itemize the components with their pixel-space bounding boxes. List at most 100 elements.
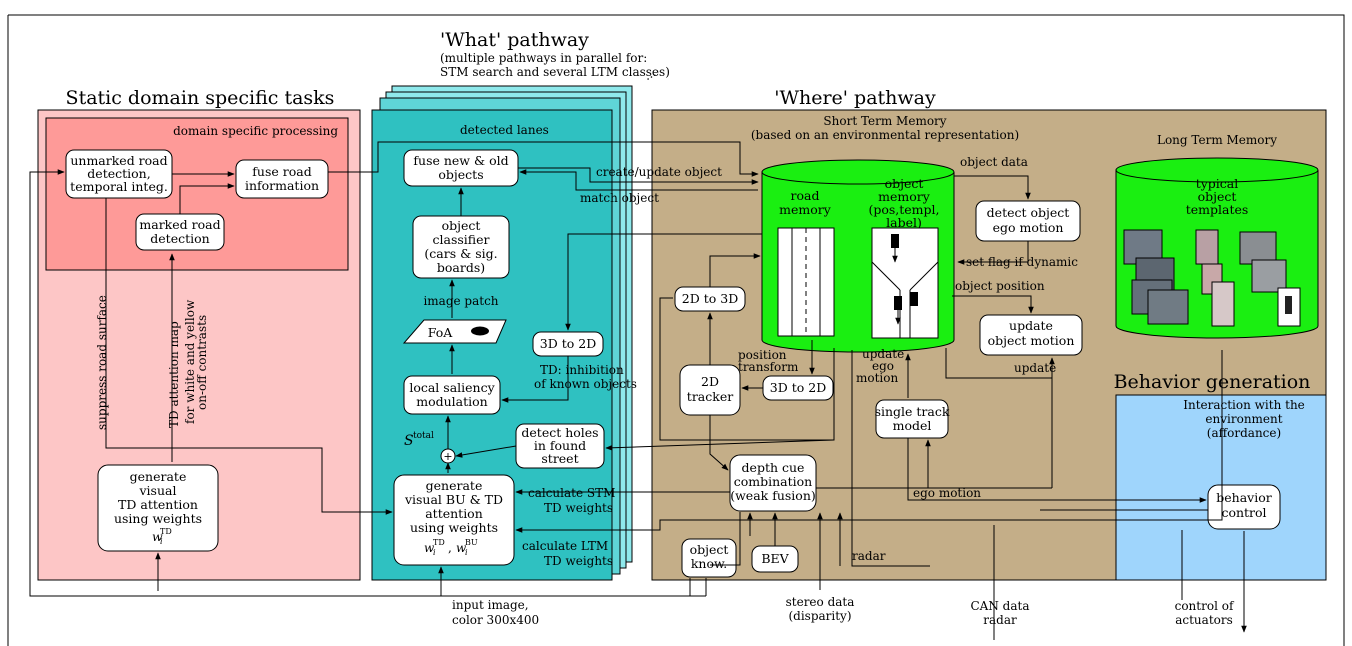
svg-text:visual: visual <box>139 483 177 498</box>
input-color-label: color 300x400 <box>452 613 539 627</box>
svg-text:control: control <box>1221 505 1266 520</box>
what-sub1: (multiple pathways in parallel for: <box>440 51 647 65</box>
svg-text:single track: single track <box>875 404 950 419</box>
svg-text:TD attention: TD attention <box>118 497 198 512</box>
svg-text:street: street <box>541 451 578 466</box>
typical-templates-label-3: templates <box>1186 202 1249 217</box>
suppress-road-label: suppress road surface <box>95 295 109 430</box>
svg-text:3D to 2D: 3D to 2D <box>540 336 596 351</box>
can-radar-label: radar <box>983 613 1017 627</box>
image-patch-label: image patch <box>423 294 498 308</box>
svg-text:BEV: BEV <box>761 551 789 566</box>
where-pathway-title: 'Where' pathway <box>774 87 936 109</box>
svg-text:i: i <box>433 548 436 557</box>
two-d-to-3d-node: 2D to 3D <box>675 287 745 311</box>
svg-text:know.: know. <box>691 556 727 571</box>
depth-cue-node: depth cue combination (weak fusion) <box>730 455 816 511</box>
stm-title: Short Term Memory <box>823 114 946 128</box>
svg-text:local saliency: local saliency <box>409 380 495 395</box>
bev-node: BEV <box>752 546 798 572</box>
calc-ltm-label: calculate LTM <box>522 539 608 553</box>
what-pathway-title: 'What' pathway <box>440 29 589 51</box>
detected-lanes-label: detected lanes <box>460 123 549 137</box>
sum-node: + <box>441 449 455 463</box>
calc-stm-label-2: TD weights <box>544 501 613 515</box>
svg-text:objects: objects <box>438 167 483 182</box>
tracker-node: 2D tracker <box>680 365 740 415</box>
svg-text:depth cue: depth cue <box>742 460 805 475</box>
svg-text:update: update <box>1009 318 1053 333</box>
svg-text:(cars & sig.: (cars & sig. <box>424 246 497 261</box>
calc-ltm-label-2: TD weights <box>544 554 613 568</box>
disparity-label: (disparity) <box>788 609 851 623</box>
on-off-label: on-off contrasts <box>195 315 209 410</box>
svg-text:visual BU & TD: visual BU & TD <box>404 492 503 507</box>
object-position-label: object position <box>955 279 1045 293</box>
motion-label: motion <box>856 371 898 385</box>
svg-text:generate: generate <box>130 469 187 484</box>
behavior-title: Behavior generation <box>1114 371 1311 393</box>
svg-text:boards): boards) <box>437 260 485 275</box>
svg-text:total: total <box>413 431 434 441</box>
svg-text:(weak fusion): (weak fusion) <box>730 488 816 503</box>
svg-text:TD: TD <box>160 527 172 536</box>
td-attention-map-label: TD attention map <box>167 321 181 428</box>
svg-text:object motion: object motion <box>988 333 1075 348</box>
svg-text:attention: attention <box>425 506 483 521</box>
match-object-label: match object <box>580 191 659 205</box>
single-track-node: single track model <box>875 400 950 438</box>
local-saliency-node: local saliency modulation <box>404 376 500 414</box>
fuse-objects-node: fuse new & old objects <box>404 150 518 186</box>
actuators-label: control of <box>1175 599 1235 613</box>
unmarked-road-node: unmarked road detection, temporal integ. <box>66 150 172 198</box>
svg-text:+: + <box>443 450 452 463</box>
svg-text:detection: detection <box>150 231 209 246</box>
three-d-to-2d-where-node: 3D to 2D <box>763 376 833 400</box>
svg-text:model: model <box>893 418 932 433</box>
svg-text:TD: TD <box>433 538 445 547</box>
stereo-label: stereo data <box>786 595 855 609</box>
create-update-label: create/update object <box>596 165 722 179</box>
detect-ego-motion-node: detect object ego motion <box>976 201 1080 241</box>
object-memory-picture <box>872 228 938 338</box>
svg-text:behavior: behavior <box>1216 490 1271 505</box>
input-image-label: input image, <box>452 598 529 612</box>
behavior-control-node: behavior control <box>1208 485 1280 529</box>
svg-text:object: object <box>442 218 481 233</box>
svg-text:combination: combination <box>734 474 812 489</box>
ltm-title: Long Term Memory <box>1157 133 1277 147</box>
interaction-label-3: (affordance) <box>1207 426 1281 440</box>
generate-bu-td-node: generate visual BU & TD attention using … <box>394 475 514 565</box>
svg-text:information: information <box>245 178 319 193</box>
static-tasks-title: Static domain specific tasks <box>66 87 335 109</box>
svg-text:generate: generate <box>426 478 483 493</box>
svg-text:2D to 3D: 2D to 3D <box>682 291 738 306</box>
can-label: CAN data <box>971 599 1030 613</box>
marked-road-node: marked road detection <box>136 214 224 250</box>
domain-processing-label: domain specific processing <box>173 124 338 138</box>
detect-holes-node: detect holes in found street <box>516 424 604 468</box>
interaction-label: Interaction with the <box>1183 398 1305 412</box>
transform-label: transform <box>738 360 799 374</box>
actuators-label-2: actuators <box>1175 613 1233 627</box>
interaction-label-2: environment <box>1205 412 1282 426</box>
svg-text:tracker: tracker <box>687 389 733 404</box>
generate-td-node: generate visual TD attention using weigh… <box>98 465 218 551</box>
svg-text:3D to 2D: 3D to 2D <box>770 380 826 395</box>
object-knowledge-node: object know. <box>682 539 736 577</box>
three-d-to-2d-what-node: 3D to 2D <box>533 332 603 356</box>
svg-text:FoA: FoA <box>428 325 454 340</box>
object-classifier-node: object classifier (cars & sig. boards) <box>413 216 509 278</box>
svg-text:using weights: using weights <box>410 520 498 535</box>
stm-sub: (based on an environmental representatio… <box>751 128 1019 142</box>
svg-text:BU: BU <box>465 538 478 547</box>
svg-text:classifier: classifier <box>433 232 490 247</box>
svg-text:object: object <box>690 542 729 557</box>
svg-text:2D: 2D <box>701 374 719 389</box>
svg-text:ego motion: ego motion <box>993 220 1064 235</box>
object-data-label: object data <box>960 155 1028 169</box>
fuse-road-node: fuse road information <box>236 160 328 198</box>
svg-text:fuse new & old: fuse new & old <box>413 153 508 168</box>
svg-text:using weights: using weights <box>114 511 202 526</box>
